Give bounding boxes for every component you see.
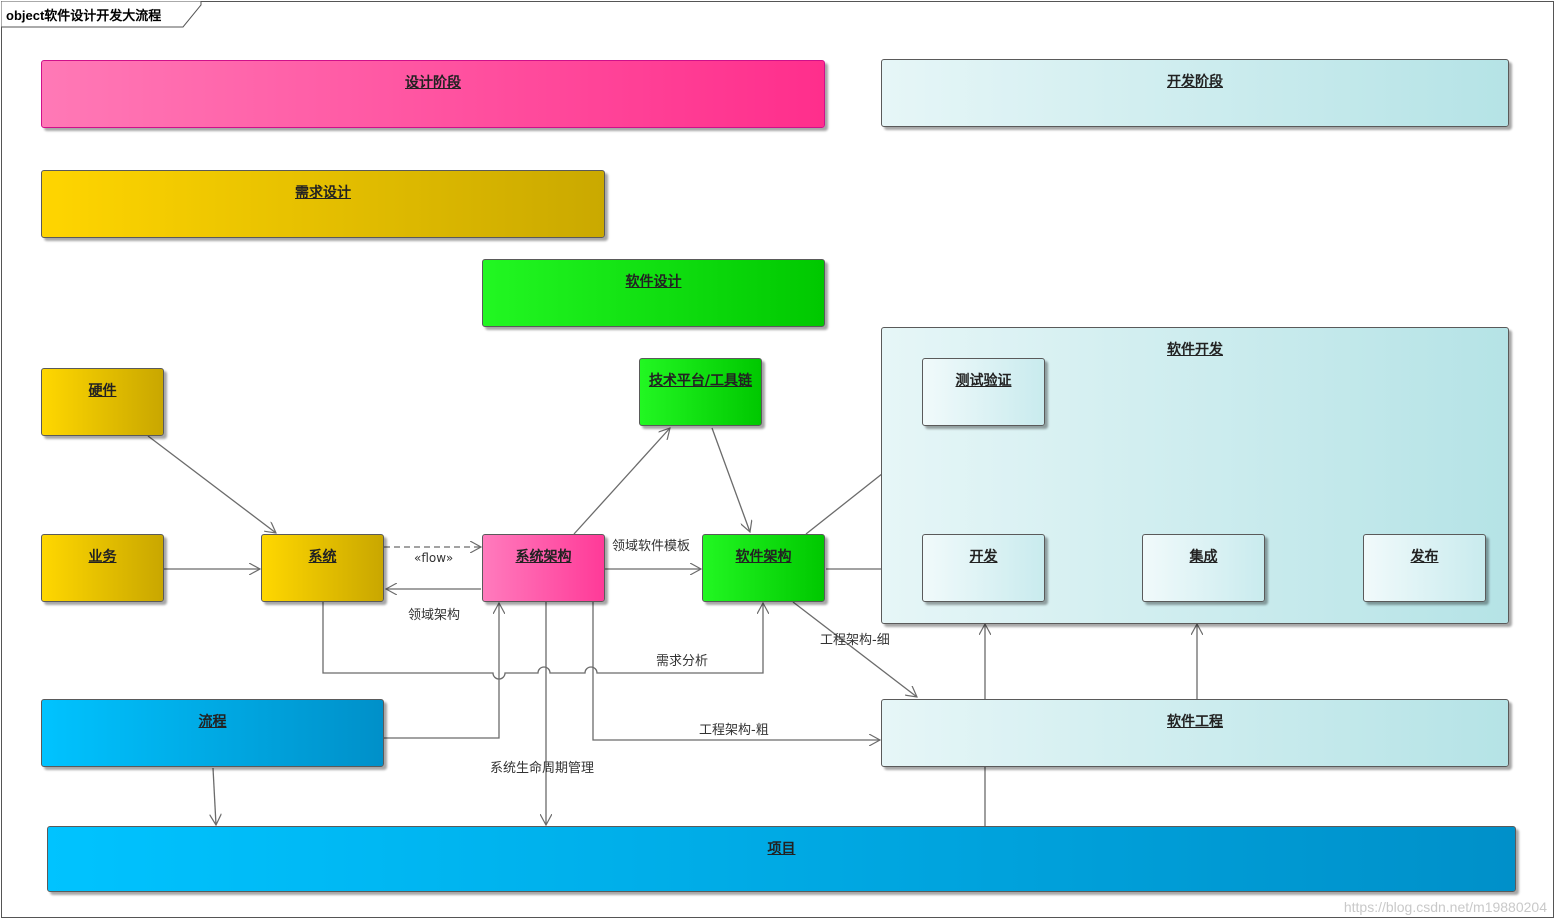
edge-label-domain-template: 领域软件模板 <box>612 539 691 554</box>
edge-label-eng-arch-coarse: 工程架构-粗 <box>699 723 769 738</box>
design-phase-label: 设计阶段 <box>405 75 461 91</box>
sys-arch-label: 系统架构 <box>515 549 572 565</box>
watermark: https://blog.csdn.net/m19880204 <box>1343 899 1547 915</box>
sw-dev-label: 软件开发 <box>1167 342 1223 358</box>
edge-label-sys-lifecycle: 系统生命周期管理 <box>490 761 595 776</box>
business-node[interactable]: 业务 <box>41 534 164 602</box>
sw-engineering-label: 软件工程 <box>1167 714 1223 730</box>
sw-design-box[interactable]: 软件设计 <box>482 259 825 327</box>
sw-engineering-node[interactable]: 软件工程 <box>881 699 1509 767</box>
design-phase-box[interactable]: 设计阶段 <box>41 60 825 128</box>
develop-node[interactable]: 开发 <box>922 534 1045 602</box>
req-design-box[interactable]: 需求设计 <box>41 170 605 238</box>
diagram-title: object软件设计开发大流程 <box>6 8 162 23</box>
integrate-node[interactable]: 集成 <box>1142 534 1265 602</box>
hardware-label: 硬件 <box>88 383 117 399</box>
process-label: 流程 <box>198 714 227 730</box>
edge-sysarch-tech <box>573 428 670 535</box>
edge-hardware-system <box>147 435 276 533</box>
edge-swarch-sweng-fine <box>792 601 917 697</box>
integrate-label: 集成 <box>1189 549 1218 565</box>
sw-arch-label: 软件架构 <box>735 549 792 565</box>
edge-sysarch-sweng-coarse <box>592 602 880 740</box>
process-node[interactable]: 流程 <box>41 699 384 767</box>
system-label: 系统 <box>308 549 337 565</box>
edge-label-domain-arch: 领域架构 <box>408 608 461 623</box>
hardware-node[interactable]: 硬件 <box>41 368 164 436</box>
project-label: 项目 <box>767 841 796 857</box>
test-verify-label: 测试验证 <box>955 373 1012 389</box>
edge-label-req-analysis: 需求分析 <box>656 654 709 669</box>
dev-phase-box[interactable]: 开发阶段 <box>881 59 1509 127</box>
edge-label-eng-arch-fine: 工程架构-细 <box>820 633 890 648</box>
sw-arch-node[interactable]: 软件架构 <box>702 534 825 602</box>
edge-process-sysarch <box>384 603 499 739</box>
tech-platform-label: 技术平台/工具链 <box>648 373 753 389</box>
edge-tech-swarch <box>711 427 750 532</box>
edge-process-project <box>213 767 216 825</box>
dev-phase-label: 开发阶段 <box>1167 74 1223 90</box>
release-node[interactable]: 发布 <box>1363 534 1486 602</box>
test-verify-node[interactable]: 测试验证 <box>922 358 1045 426</box>
project-node[interactable]: 项目 <box>47 826 1516 892</box>
sw-design-label: 软件设计 <box>625 274 682 290</box>
release-label: 发布 <box>1410 549 1439 565</box>
req-design-label: 需求设计 <box>295 185 351 201</box>
business-label: 业务 <box>88 549 117 565</box>
develop-label: 开发 <box>969 549 998 565</box>
edge-label-flow: «flow» <box>414 551 454 565</box>
title-tab-shape <box>1 1 202 28</box>
sys-arch-node[interactable]: 系统架构 <box>482 534 605 602</box>
tech-platform-node[interactable]: 技术平台/工具链 <box>639 358 762 426</box>
system-node[interactable]: 系统 <box>261 534 384 602</box>
